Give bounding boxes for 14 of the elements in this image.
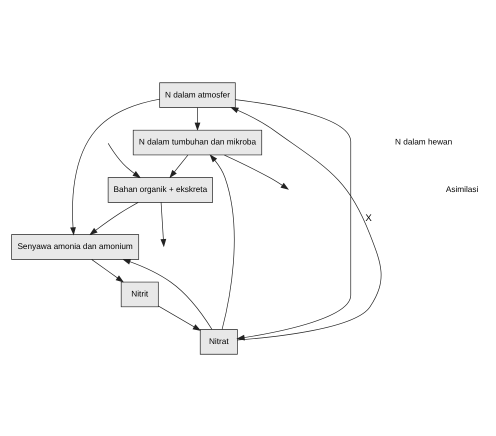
arrow bbox=[235, 98, 352, 340]
arrow bbox=[194, 106, 200, 130]
arrow bbox=[122, 258, 212, 330]
edge-label: X bbox=[365, 212, 372, 224]
arrow bbox=[91, 258, 124, 282]
arrow bbox=[160, 202, 166, 247]
arrow bbox=[169, 154, 188, 178]
arrow bbox=[224, 154, 289, 190]
arrow bbox=[108, 142, 141, 178]
arrow bbox=[230, 106, 382, 340]
arrow bbox=[70, 98, 160, 236]
arrow bbox=[158, 305, 202, 330]
arrow bbox=[210, 154, 235, 330]
arrow bbox=[89, 202, 139, 235]
